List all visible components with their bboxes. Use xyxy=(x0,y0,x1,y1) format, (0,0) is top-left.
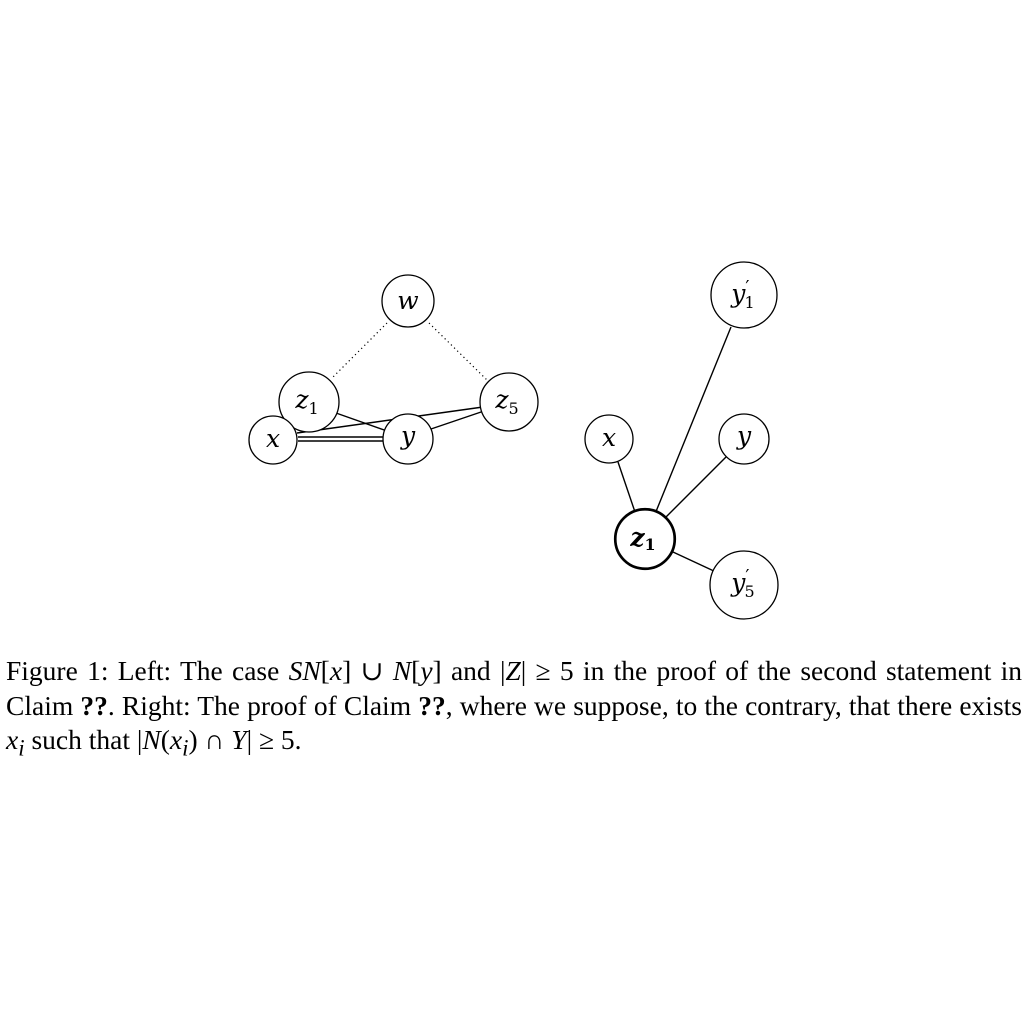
svg-text:y: y xyxy=(400,421,416,450)
svg-text:y: y xyxy=(736,421,752,450)
edge-z-y1prime xyxy=(654,326,732,515)
node-y-label: y xyxy=(400,421,416,450)
node-z1: z1 xyxy=(278,371,340,433)
caption-text-2: [ xyxy=(320,655,330,686)
svg-text:y′1: y′1 xyxy=(730,277,754,312)
node-y5-prime-subscript: 5 xyxy=(745,582,755,601)
caption-text-7: . Right: The proof of Claim xyxy=(107,689,419,721)
edge-w-z1 xyxy=(330,322,388,380)
node-y5-prime-mark: ′ xyxy=(745,566,749,587)
caption-math-x: x xyxy=(329,655,343,686)
node-y1-prime-mark: ′ xyxy=(745,277,749,298)
caption-math-xi2-subscript: i xyxy=(182,735,189,761)
svg-text:z1: z1 xyxy=(294,385,318,418)
caption-text-12: | ≥ 5. xyxy=(246,724,302,755)
node-z1-subscript: 1 xyxy=(308,399,318,418)
caption-math-n: N xyxy=(392,655,412,686)
node-y1-prime-label: y xyxy=(730,279,746,308)
node-y-right: y xyxy=(718,413,770,465)
node-z5: z5 xyxy=(479,372,539,432)
edge-z-y5prime xyxy=(672,551,717,573)
edge-z-x xyxy=(617,461,636,513)
caption-text-10: ( xyxy=(160,724,170,755)
edge-z-y xyxy=(663,456,727,520)
svg-text:y′5: y′5 xyxy=(730,566,754,601)
svg-text:w: w xyxy=(397,286,418,315)
caption-math-y: y xyxy=(420,655,433,686)
left-diagram: w z1 z5 x y xyxy=(248,274,539,465)
node-z5-subscript: 5 xyxy=(508,399,518,418)
node-y5-prime: y′5 xyxy=(709,550,779,620)
svg-text:x: x xyxy=(266,424,280,453)
caption-math-xi-subscript: i xyxy=(18,735,25,761)
caption-text-6: | ≥ 5 in the proof of the second stateme… xyxy=(6,655,1023,721)
caption-text-9: such that | xyxy=(24,724,143,755)
svg-text:z5: z5 xyxy=(494,385,518,418)
node-x-right: x xyxy=(584,414,634,464)
node-x: x xyxy=(248,415,298,465)
caption-math-xi: x xyxy=(6,724,19,755)
node-y: y xyxy=(382,413,434,465)
node-z-stack: z1 xyxy=(613,507,677,571)
node-x-label: x xyxy=(266,424,280,453)
caption-math-n2: N xyxy=(142,724,161,755)
caption-text-11: ) ∩ xyxy=(188,724,232,755)
node-z-stack-label: z xyxy=(629,523,645,552)
caption-text-5: ] and | xyxy=(432,655,506,686)
edge-y-z5 xyxy=(430,410,485,430)
edge-x-z5 xyxy=(296,406,484,434)
caption-text-1: Left: The case xyxy=(117,655,289,686)
node-y-right-label: y xyxy=(736,421,752,450)
caption-unresolved-ref-1: ?? xyxy=(80,689,108,721)
node-y1-prime: y′1 xyxy=(710,261,778,329)
figure-label: Figure 1: xyxy=(6,655,109,686)
node-z-stack-subscript: 1 xyxy=(645,535,656,554)
caption-text-3: ] ∪ xyxy=(342,655,393,686)
caption-math-sn: SN xyxy=(288,655,321,686)
caption-math-xi2: x xyxy=(169,724,183,755)
node-x-right-label: x xyxy=(602,423,616,452)
node-z5-label: z xyxy=(494,385,509,414)
caption-text-8: , where we suppose, to the contrary, tha… xyxy=(445,689,1022,721)
caption-math-z: Z xyxy=(505,655,521,686)
right-diagram: y′1 x y z1 y′5 xyxy=(584,261,779,620)
svg-text:x: x xyxy=(602,423,616,452)
node-z1-label: z xyxy=(294,385,309,414)
caption-text-4: [ xyxy=(411,655,421,686)
node-y1-prime-subscript: 1 xyxy=(745,293,755,312)
node-w-label: w xyxy=(397,286,418,315)
edge-z1-y xyxy=(335,412,388,432)
caption-math-y-set: Y xyxy=(231,724,247,755)
node-w: w xyxy=(381,274,435,328)
node-y5-prime-label: y xyxy=(730,568,746,597)
caption-unresolved-ref-2: ?? xyxy=(418,689,446,721)
edge-w-z5 xyxy=(428,322,489,382)
figure-caption: Figure 1: Left: The case SN[x] ∪ N[y] an… xyxy=(6,654,1022,766)
svg-text:z1: z1 xyxy=(629,523,655,554)
